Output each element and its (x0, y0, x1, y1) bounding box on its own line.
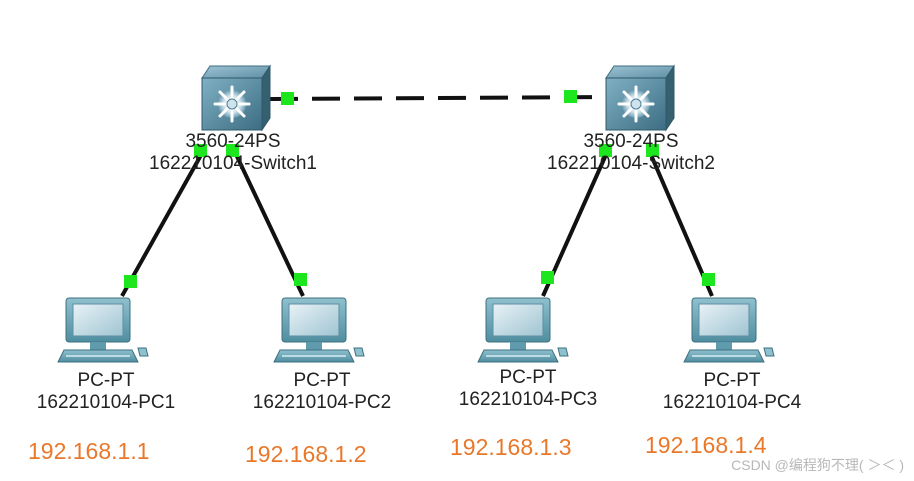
pc1-label: PC-PT 162210104-PC1 (37, 370, 175, 414)
pc4-ip: 192.168.1.4 (645, 432, 767, 458)
port-light (564, 90, 577, 103)
link-switch1-pc2[interactable] (231, 147, 305, 297)
port-light (294, 273, 307, 286)
pc4-model: PC-PT (703, 370, 761, 391)
watermark: CSDN @编程狗不理( ＞＜ ) (731, 457, 904, 473)
port-light (541, 271, 554, 284)
pc1-ip: 192.168.1.1 (28, 438, 150, 464)
pc3-label: PC-PT 162210104-PC3 (459, 367, 597, 411)
pc2-model: PC-PT (293, 370, 351, 391)
pc3-icon[interactable] (477, 297, 569, 363)
pc2-name: 162210104-PC2 (252, 392, 392, 413)
link-switch1-switch2[interactable] (269, 95, 606, 101)
switch2-name: 162210104-Switch2 (547, 153, 715, 174)
pc4-name: 162210104-PC4 (662, 392, 802, 413)
port-light (124, 275, 137, 288)
switch2-label: 3560-24PS 162210104-Switch2 (547, 131, 715, 175)
pc4-label: PC-PT 162210104-PC4 (663, 370, 801, 414)
switch2-model: 3560-24PS (583, 131, 679, 152)
pc2-ip: 192.168.1.2 (245, 441, 367, 467)
switch1-icon[interactable] (200, 64, 272, 132)
pc1-name: 162210104-PC1 (36, 392, 176, 413)
switch1-label: 3560-24PS 162210104-Switch1 (149, 131, 317, 175)
port-light (226, 144, 239, 157)
link-switch1-pc1[interactable] (120, 147, 207, 297)
pc3-model: PC-PT (499, 367, 557, 388)
pc1-model: PC-PT (77, 370, 135, 391)
pc2-icon[interactable] (273, 297, 365, 363)
pc3-ip: 192.168.1.3 (450, 434, 572, 460)
switch1-name: 162210104-Switch1 (149, 153, 317, 174)
pc1-icon[interactable] (57, 297, 149, 363)
pc2-label: PC-PT 162210104-PC2 (253, 370, 391, 414)
link-switch2-pc4[interactable] (646, 147, 714, 297)
pc3-name: 162210104-PC3 (458, 389, 598, 410)
port-light (281, 92, 294, 105)
port-light (646, 144, 659, 157)
pc4-icon[interactable] (683, 297, 775, 363)
switch2-icon[interactable] (604, 64, 676, 132)
port-light (599, 144, 612, 157)
port-light (702, 273, 715, 286)
port-light (194, 144, 207, 157)
switch1-model: 3560-24PS (185, 131, 281, 152)
